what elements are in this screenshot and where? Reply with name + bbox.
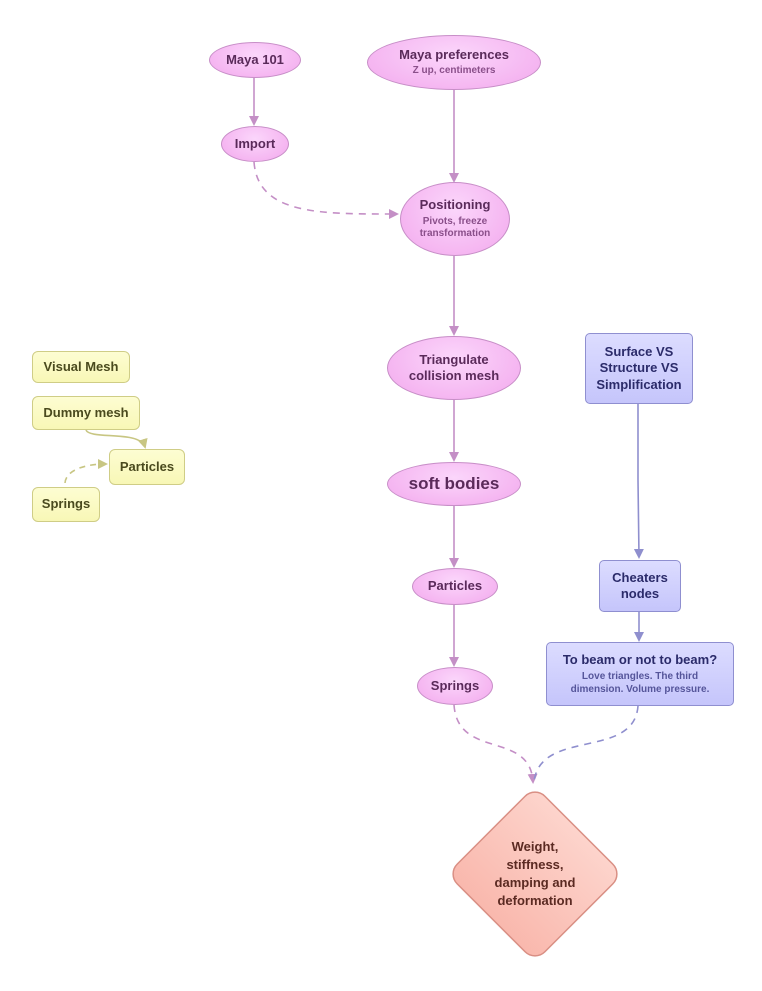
legend-particles[interactable]: Particles bbox=[109, 449, 185, 485]
node-sublabel: Z up, centimeters bbox=[412, 65, 496, 77]
legend-label: Dummy mesh bbox=[43, 404, 129, 420]
edge-surface-cheaters bbox=[633, 404, 644, 559]
node-sublabel: dimension. Volume pressure. bbox=[570, 683, 710, 695]
node-label: Maya preferences bbox=[399, 47, 509, 63]
node-springs[interactable]: Springs bbox=[417, 667, 493, 705]
node-label: nodes bbox=[620, 586, 660, 601]
edge-import-positioning bbox=[253, 161, 399, 220]
diamond-line: deformation bbox=[497, 893, 573, 908]
node-soft-bodies[interactable]: soft bodies bbox=[387, 462, 521, 506]
diamond-line: Weight, bbox=[511, 839, 559, 854]
node-label: Maya 101 bbox=[226, 51, 284, 67]
node-maya-101[interactable]: Maya 101 bbox=[209, 42, 301, 78]
node-label: collision mesh bbox=[408, 368, 500, 383]
node-label: Cheaters bbox=[612, 569, 668, 585]
node-sublabel: Love triangles. The third bbox=[581, 671, 699, 683]
node-label: Springs bbox=[430, 677, 480, 693]
node-sublabel: Pivots, freeze bbox=[422, 215, 488, 227]
diamond-line: stiffness, bbox=[506, 857, 564, 872]
legend-visual-mesh[interactable]: Visual Mesh bbox=[32, 351, 130, 383]
edge-springs-weight bbox=[453, 704, 538, 784]
node-label: Particles bbox=[427, 578, 483, 594]
node-cheaters[interactable]: Cheaters nodes bbox=[599, 560, 681, 612]
node-to-beam[interactable]: To beam or not to beam? Love triangles. … bbox=[546, 642, 734, 706]
node-label: Simplification bbox=[596, 376, 682, 392]
node-import[interactable]: Import bbox=[221, 126, 289, 162]
node-label: Structure VS bbox=[599, 360, 679, 376]
node-label: Positioning bbox=[419, 197, 491, 213]
node-positioning[interactable]: Positioning Pivots, freeze transformatio… bbox=[400, 182, 510, 256]
legend-springs[interactable]: Springs bbox=[32, 487, 100, 522]
node-label: Triangulate bbox=[419, 351, 489, 367]
legend-edge-springs-particles bbox=[64, 459, 108, 484]
edge-tobeam-weight bbox=[533, 705, 639, 783]
legend-label: Springs bbox=[41, 496, 91, 512]
legend-label: Visual Mesh bbox=[43, 358, 119, 374]
legend-edge-dummy-particles bbox=[85, 429, 148, 449]
diamond-weight-label: Weight, stiffness, damping and deformati… bbox=[475, 838, 595, 910]
node-label: Surface VS bbox=[604, 344, 674, 360]
diamond-line: damping and bbox=[494, 875, 576, 890]
legend-dummy-mesh[interactable]: Dummy mesh bbox=[32, 396, 140, 430]
node-label: To beam or not to beam? bbox=[562, 651, 718, 667]
node-label: Import bbox=[234, 135, 276, 151]
legend-label: Particles bbox=[119, 458, 175, 474]
diamond-weight[interactable] bbox=[447, 786, 622, 961]
node-maya-preferences[interactable]: Maya preferences Z up, centimeters bbox=[367, 35, 541, 90]
node-sublabel: transformation bbox=[419, 228, 491, 240]
node-label: soft bodies bbox=[408, 474, 500, 494]
node-surface-vs[interactable]: Surface VS Structure VS Simplification bbox=[585, 333, 693, 404]
node-particles[interactable]: Particles bbox=[412, 568, 498, 605]
node-triangulate[interactable]: Triangulate collision mesh bbox=[387, 336, 521, 400]
